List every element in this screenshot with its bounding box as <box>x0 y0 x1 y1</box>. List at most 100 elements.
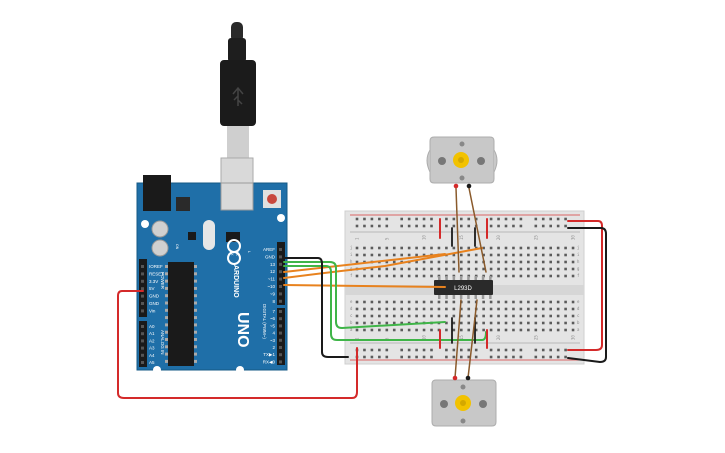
header-pin[interactable] <box>279 331 282 335</box>
breadboard-hole[interactable] <box>556 300 560 304</box>
breadboard-hole[interactable] <box>512 314 515 318</box>
breadboard-hole[interactable] <box>400 307 403 311</box>
rail-hole[interactable] <box>445 224 448 228</box>
header-pin[interactable] <box>279 270 282 274</box>
breadboard-hole[interactable] <box>482 307 485 311</box>
rail-hole[interactable] <box>504 217 508 221</box>
breadboard-hole[interactable] <box>504 253 508 257</box>
breadboard-hole[interactable] <box>385 267 389 271</box>
breadboard-hole[interactable] <box>556 246 560 250</box>
rail-hole[interactable] <box>541 217 545 221</box>
breadboard-hole[interactable] <box>556 314 560 318</box>
breadboard-hole[interactable] <box>415 274 418 278</box>
breadboard-hole[interactable] <box>534 300 538 304</box>
breadboard-hole[interactable] <box>363 253 366 257</box>
breadboard-hole[interactable] <box>482 314 485 318</box>
breadboard-hole[interactable] <box>445 328 448 332</box>
breadboard-hole[interactable] <box>504 300 508 304</box>
breadboard-hole[interactable] <box>445 307 448 311</box>
breadboard-hole[interactable] <box>452 253 456 257</box>
breadboard-hole[interactable] <box>430 246 433 250</box>
rail-hole[interactable] <box>489 348 493 352</box>
breadboard-hole[interactable] <box>541 260 545 264</box>
breadboard-hole[interactable] <box>489 267 493 271</box>
breadboard-hole[interactable] <box>467 328 471 332</box>
rail-hole[interactable] <box>474 348 478 352</box>
motor-bottom-lead-2[interactable] <box>467 299 478 379</box>
breadboard-hole[interactable] <box>556 321 560 325</box>
breadboard-hole[interactable] <box>497 246 500 250</box>
breadboard-hole[interactable] <box>392 321 396 325</box>
rail-hole[interactable] <box>385 224 389 228</box>
breadboard-hole[interactable] <box>497 307 500 311</box>
breadboard-hole[interactable] <box>460 246 463 250</box>
breadboard-hole[interactable] <box>549 260 552 264</box>
breadboard-hole[interactable] <box>549 307 552 311</box>
breadboard-hole[interactable] <box>363 274 366 278</box>
breadboard-hole[interactable] <box>497 328 500 332</box>
rail-hole[interactable] <box>564 348 567 352</box>
rail-hole[interactable] <box>370 348 374 352</box>
rail-hole[interactable] <box>370 217 374 221</box>
header-pin[interactable] <box>279 324 282 328</box>
header-pin[interactable] <box>141 272 144 276</box>
breadboard-hole[interactable] <box>370 274 374 278</box>
breadboard-hole[interactable] <box>415 328 418 332</box>
rail-hole[interactable] <box>549 348 552 352</box>
breadboard-hole[interactable] <box>549 246 552 250</box>
header-pin[interactable] <box>141 339 144 343</box>
breadboard-hole[interactable] <box>549 267 552 271</box>
breadboard-hole[interactable] <box>527 321 530 325</box>
breadboard-hole[interactable] <box>571 253 575 257</box>
breadboard-hole[interactable] <box>460 267 463 271</box>
breadboard-hole[interactable] <box>489 260 493 264</box>
breadboard-hole[interactable] <box>378 267 381 271</box>
rail-hole[interactable] <box>378 348 381 352</box>
breadboard-hole[interactable] <box>400 246 403 250</box>
breadboard-hole[interactable] <box>534 321 538 325</box>
breadboard-hole[interactable] <box>407 246 411 250</box>
breadboard-hole[interactable] <box>467 307 471 311</box>
wire-green-1[interactable] <box>283 261 446 329</box>
breadboard-hole[interactable] <box>445 267 448 271</box>
rail-hole[interactable] <box>549 224 552 228</box>
breadboard-hole[interactable] <box>392 246 396 250</box>
rail-hole[interactable] <box>497 217 500 221</box>
breadboard-hole[interactable] <box>519 300 523 304</box>
breadboard-hole[interactable] <box>370 267 374 271</box>
breadboard-hole[interactable] <box>504 274 508 278</box>
breadboard-hole[interactable] <box>527 300 530 304</box>
breadboard-hole[interactable] <box>378 314 381 318</box>
breadboard-hole[interactable] <box>430 314 433 318</box>
breadboard-hole[interactable] <box>385 328 389 332</box>
breadboard-hole[interactable] <box>571 328 575 332</box>
rail-hole[interactable] <box>519 217 523 221</box>
breadboard-hole[interactable] <box>489 307 493 311</box>
breadboard-hole[interactable] <box>363 246 366 250</box>
breadboard-hole[interactable] <box>437 267 441 271</box>
breadboard-hole[interactable] <box>400 253 403 257</box>
rail-hole[interactable] <box>474 217 478 221</box>
breadboard-hole[interactable] <box>445 246 448 250</box>
rail-hole[interactable] <box>430 217 433 221</box>
breadboard-hole[interactable] <box>467 267 471 271</box>
breadboard-hole[interactable] <box>534 260 538 264</box>
breadboard-hole[interactable] <box>482 267 485 271</box>
breadboard-hole[interactable] <box>474 314 478 318</box>
rail-hole[interactable] <box>564 217 567 221</box>
breadboard-hole[interactable] <box>415 267 418 271</box>
breadboard-hole[interactable] <box>422 307 426 311</box>
rail-hole[interactable] <box>460 348 463 352</box>
breadboard-hole[interactable] <box>541 267 545 271</box>
breadboard-hole[interactable] <box>564 253 567 257</box>
breadboard-hole[interactable] <box>534 246 538 250</box>
breadboard-hole[interactable] <box>519 253 523 257</box>
rail-hole[interactable] <box>415 348 418 352</box>
rail-hole[interactable] <box>489 217 493 221</box>
rail-hole[interactable] <box>497 355 500 359</box>
breadboard-hole[interactable] <box>445 260 448 264</box>
breadboard-hole[interactable] <box>541 328 545 332</box>
breadboard-hole[interactable] <box>489 328 493 332</box>
dc-motor-top[interactable] <box>426 136 498 189</box>
